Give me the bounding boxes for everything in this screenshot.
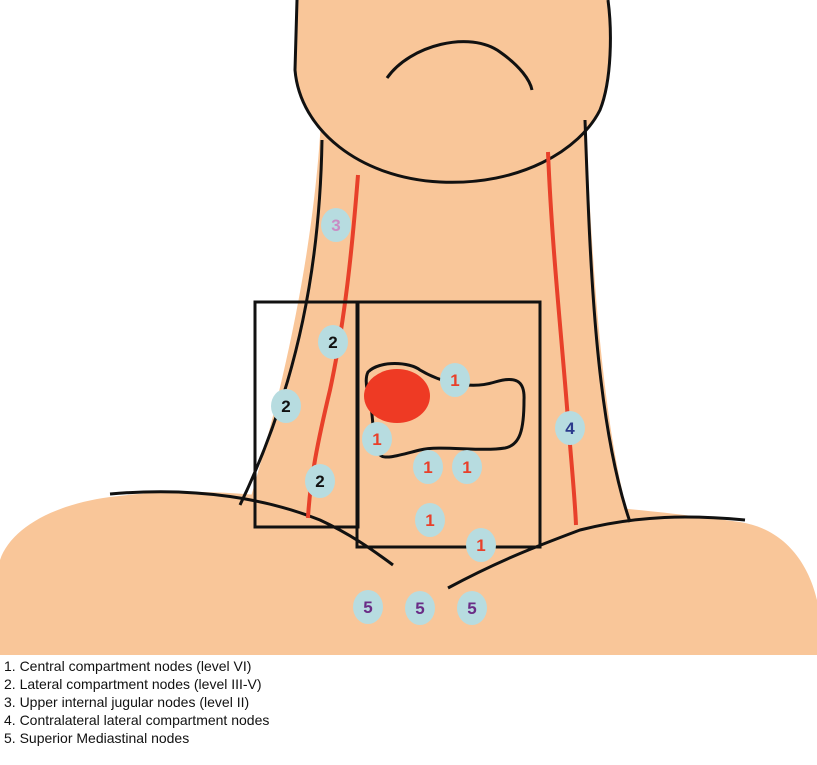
lymph-node-label: 2 [281, 397, 290, 416]
legend-item-2: 2. Lateral compartment nodes (level III-… [4, 675, 269, 693]
lymph-node-2: 2 [318, 325, 348, 359]
lymph-node-1: 1 [440, 363, 470, 397]
lymph-node-label: 1 [425, 511, 434, 530]
lymph-node-5: 5 [405, 591, 435, 625]
legend-item-4: 4. Contralateral lateral compartment nod… [4, 711, 269, 729]
lymph-node-label: 2 [328, 333, 337, 352]
lymph-node-1: 1 [415, 503, 445, 537]
legend-item-3: 3. Upper internal jugular nodes (level I… [4, 693, 269, 711]
thyroid-tumor [364, 369, 430, 423]
lymph-node-1: 1 [452, 450, 482, 484]
lymph-node-3: 3 [321, 208, 351, 242]
legend-item-5: 5. Superior Mediastinal nodes [4, 729, 269, 747]
lymph-node-label: 2 [315, 472, 324, 491]
lymph-node-label: 5 [363, 598, 372, 617]
lymph-node-label: 1 [372, 430, 381, 449]
lymph-node-label: 1 [450, 371, 459, 390]
lymph-node-label: 3 [331, 216, 340, 235]
lymph-node-label: 1 [462, 458, 471, 477]
lymph-node-4: 4 [555, 411, 585, 445]
lymph-node-label: 1 [476, 536, 485, 555]
lymph-node-label: 5 [415, 599, 424, 618]
lymph-node-5: 5 [457, 591, 487, 625]
lymph-node-label: 4 [565, 419, 575, 438]
neck-diagram: 3 2 2 2 1 1 1 1 1 1 4 5 5 5 [0, 0, 817, 655]
lymph-node-2: 2 [271, 389, 301, 423]
legend: 1. Central compartment nodes (level VI) … [4, 657, 269, 747]
lymph-node-5: 5 [353, 590, 383, 624]
legend-item-1: 1. Central compartment nodes (level VI) [4, 657, 269, 675]
lymph-node-label: 5 [467, 599, 476, 618]
lymph-node-1: 1 [362, 422, 392, 456]
lymph-node-1: 1 [413, 450, 443, 484]
lymph-node-1: 1 [466, 528, 496, 562]
lymph-node-2: 2 [305, 464, 335, 498]
lymph-node-label: 1 [423, 458, 432, 477]
